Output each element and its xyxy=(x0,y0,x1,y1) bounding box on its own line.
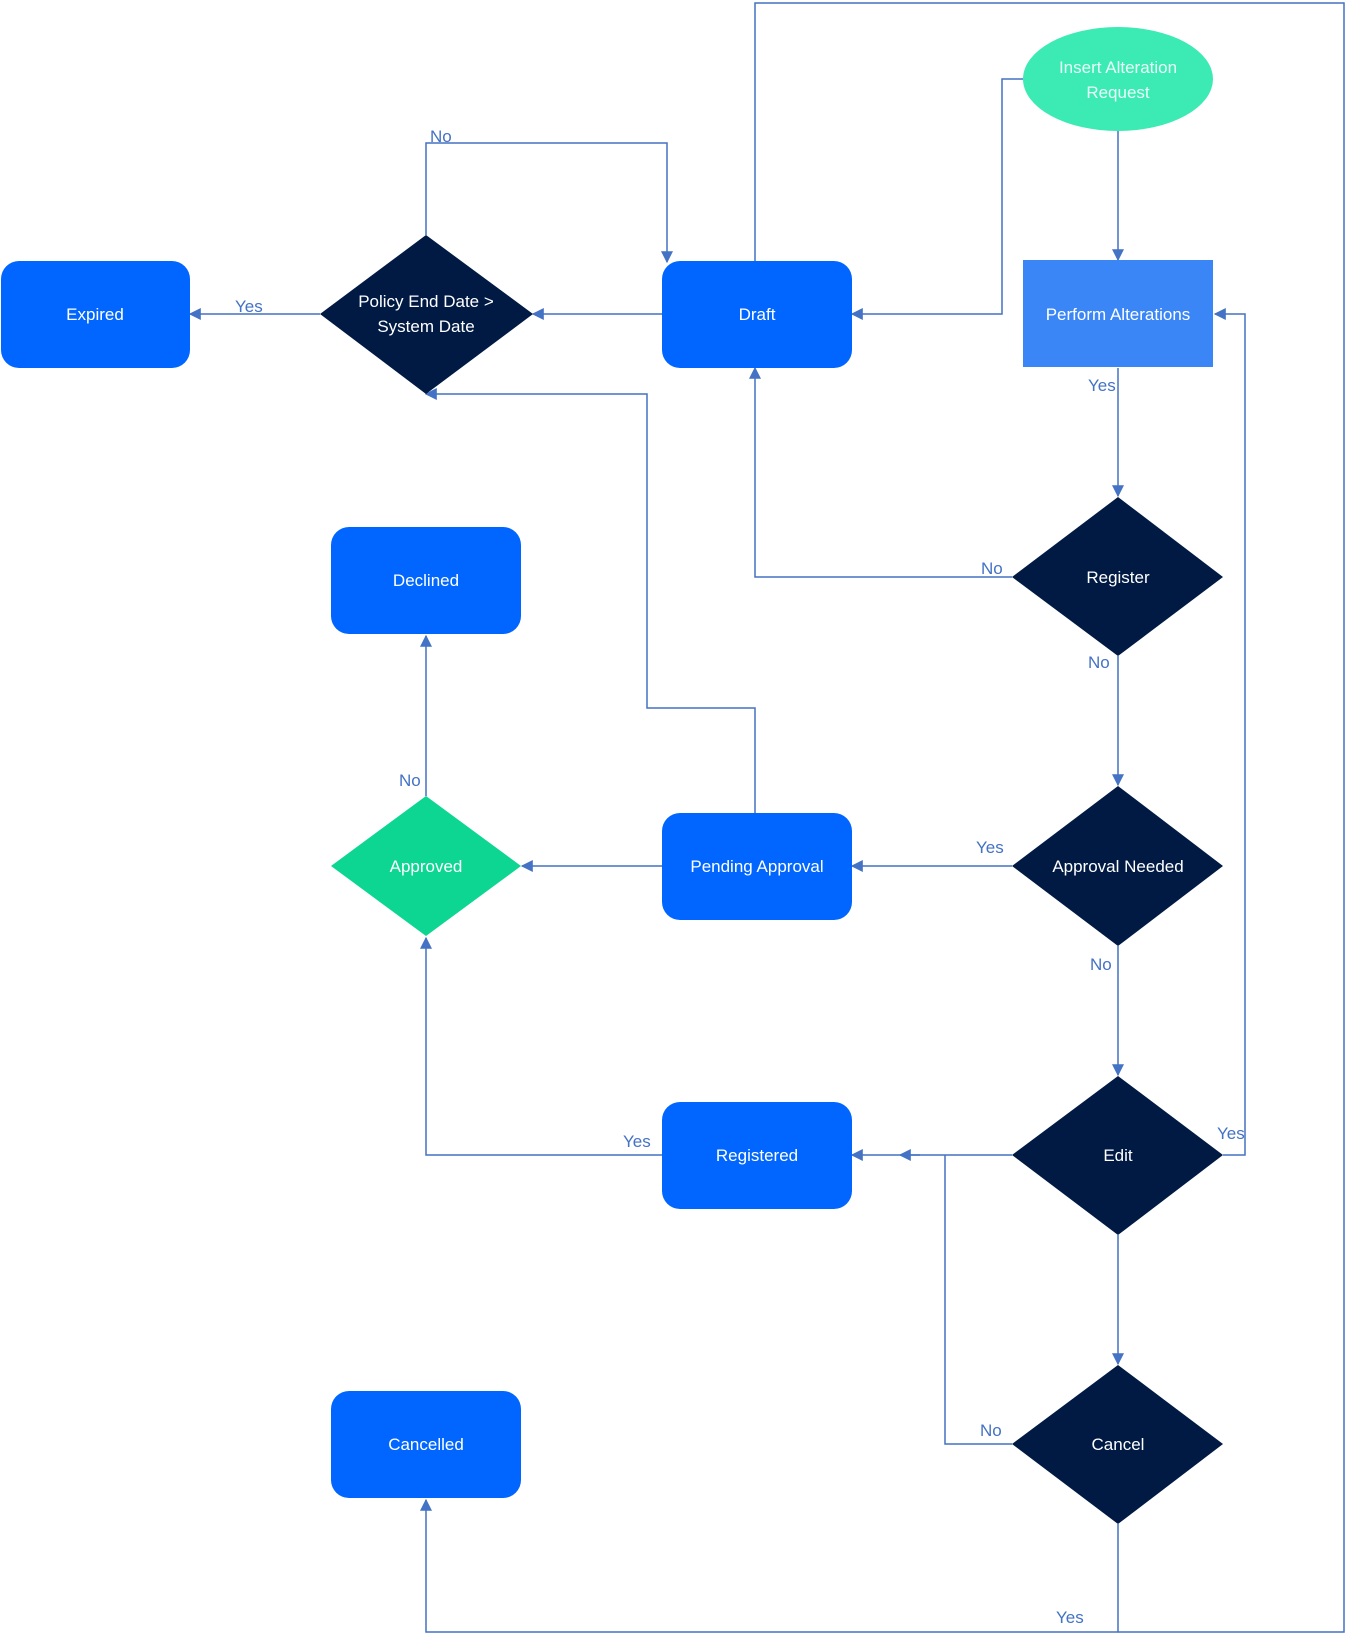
status-rect xyxy=(331,527,521,634)
edge-draft-outer-loop xyxy=(754,2,1345,1633)
node-label: Request xyxy=(1086,83,1150,102)
edge-labels: No Yes Yes No No No Yes No Yes Yes No Ye… xyxy=(235,127,1245,1627)
node-perform-alterations[interactable]: Perform Alterations xyxy=(1023,260,1213,367)
edge-pending-to-policy xyxy=(424,388,756,813)
edge-label-register-no-down: No xyxy=(1088,653,1110,672)
edge-cancel-to-registered xyxy=(944,1155,1012,1445)
status-rect xyxy=(662,261,852,368)
node-label: System Date xyxy=(377,317,474,336)
decision-diamond xyxy=(1012,497,1223,656)
node-pending-approval[interactable]: Pending Approval xyxy=(662,813,852,920)
decision-diamond xyxy=(1012,786,1223,946)
node-label: Expired xyxy=(66,305,124,324)
edges xyxy=(188,2,1345,1633)
node-label: Registered xyxy=(716,1146,798,1165)
node-label: Policy End Date > xyxy=(358,292,494,311)
edge-label-approval-needed-no: No xyxy=(1090,955,1112,974)
node-label: Cancel xyxy=(1092,1435,1145,1454)
decision-diamond xyxy=(331,796,521,936)
node-label: Pending Approval xyxy=(690,857,823,876)
node-label: Cancelled xyxy=(388,1435,464,1454)
decision-diamond xyxy=(320,235,533,394)
edge-registered-to-approved xyxy=(420,936,662,1156)
node-label: Declined xyxy=(393,571,459,590)
node-cancel[interactable]: Cancel xyxy=(1012,1365,1223,1524)
node-label: Perform Alterations xyxy=(1046,305,1191,324)
action-rect xyxy=(1023,260,1213,367)
nodes: Insert Alteration Request Perform Altera… xyxy=(1,27,1223,1524)
node-register[interactable]: Register xyxy=(1012,497,1223,656)
node-approval-needed[interactable]: Approval Needed xyxy=(1012,786,1223,946)
edge-label-registered-yes: Yes xyxy=(623,1132,651,1151)
node-label: Register xyxy=(1086,568,1150,587)
node-expired[interactable]: Expired xyxy=(1,261,190,368)
edge-label-edit-yes: Yes xyxy=(1217,1124,1245,1143)
node-approved[interactable]: Approved xyxy=(331,796,521,936)
edge-label-approval-needed-yes: Yes xyxy=(976,838,1004,857)
edge-edit-to-perform xyxy=(1213,308,1246,1156)
node-policy-end-date[interactable]: Policy End Date > System Date xyxy=(320,235,533,394)
node-label: Edit xyxy=(1103,1146,1133,1165)
status-rect xyxy=(331,1391,521,1498)
edge-label-policy-yes: Yes xyxy=(235,297,263,316)
edge-label-approved-no: No xyxy=(399,771,421,790)
edge-label-register-no-draft: No xyxy=(981,559,1003,578)
node-label: Draft xyxy=(739,305,776,324)
edge-policy-to-draft xyxy=(425,142,673,264)
decision-diamond xyxy=(1012,1076,1223,1235)
edge-label-cancel-yes: Yes xyxy=(1056,1608,1084,1627)
edge-insert-to-draft xyxy=(850,78,1023,320)
node-declined[interactable]: Declined xyxy=(331,527,521,634)
status-rect xyxy=(662,813,852,920)
status-rect xyxy=(662,1102,852,1209)
node-edit[interactable]: Edit xyxy=(1012,1076,1223,1235)
edge-cancel-to-cancelled xyxy=(420,1498,1119,1633)
edge-label-cancel-no: No xyxy=(980,1421,1002,1440)
node-insert-alteration-request[interactable]: Insert Alteration Request xyxy=(1023,27,1213,131)
node-draft[interactable]: Draft xyxy=(662,261,852,368)
edge-register-to-draft xyxy=(749,366,1012,578)
node-label: Approved xyxy=(390,857,463,876)
edge-label-policy-no: No xyxy=(430,127,452,146)
start-ellipse xyxy=(1023,27,1213,131)
node-label: Approval Needed xyxy=(1052,857,1183,876)
node-label: Insert Alteration xyxy=(1059,58,1177,77)
edge-label-perform-yes: Yes xyxy=(1088,376,1116,395)
status-rect xyxy=(1,261,190,368)
decision-diamond xyxy=(1012,1365,1223,1524)
node-cancelled[interactable]: Cancelled xyxy=(331,1391,521,1498)
node-registered[interactable]: Registered xyxy=(662,1102,852,1209)
